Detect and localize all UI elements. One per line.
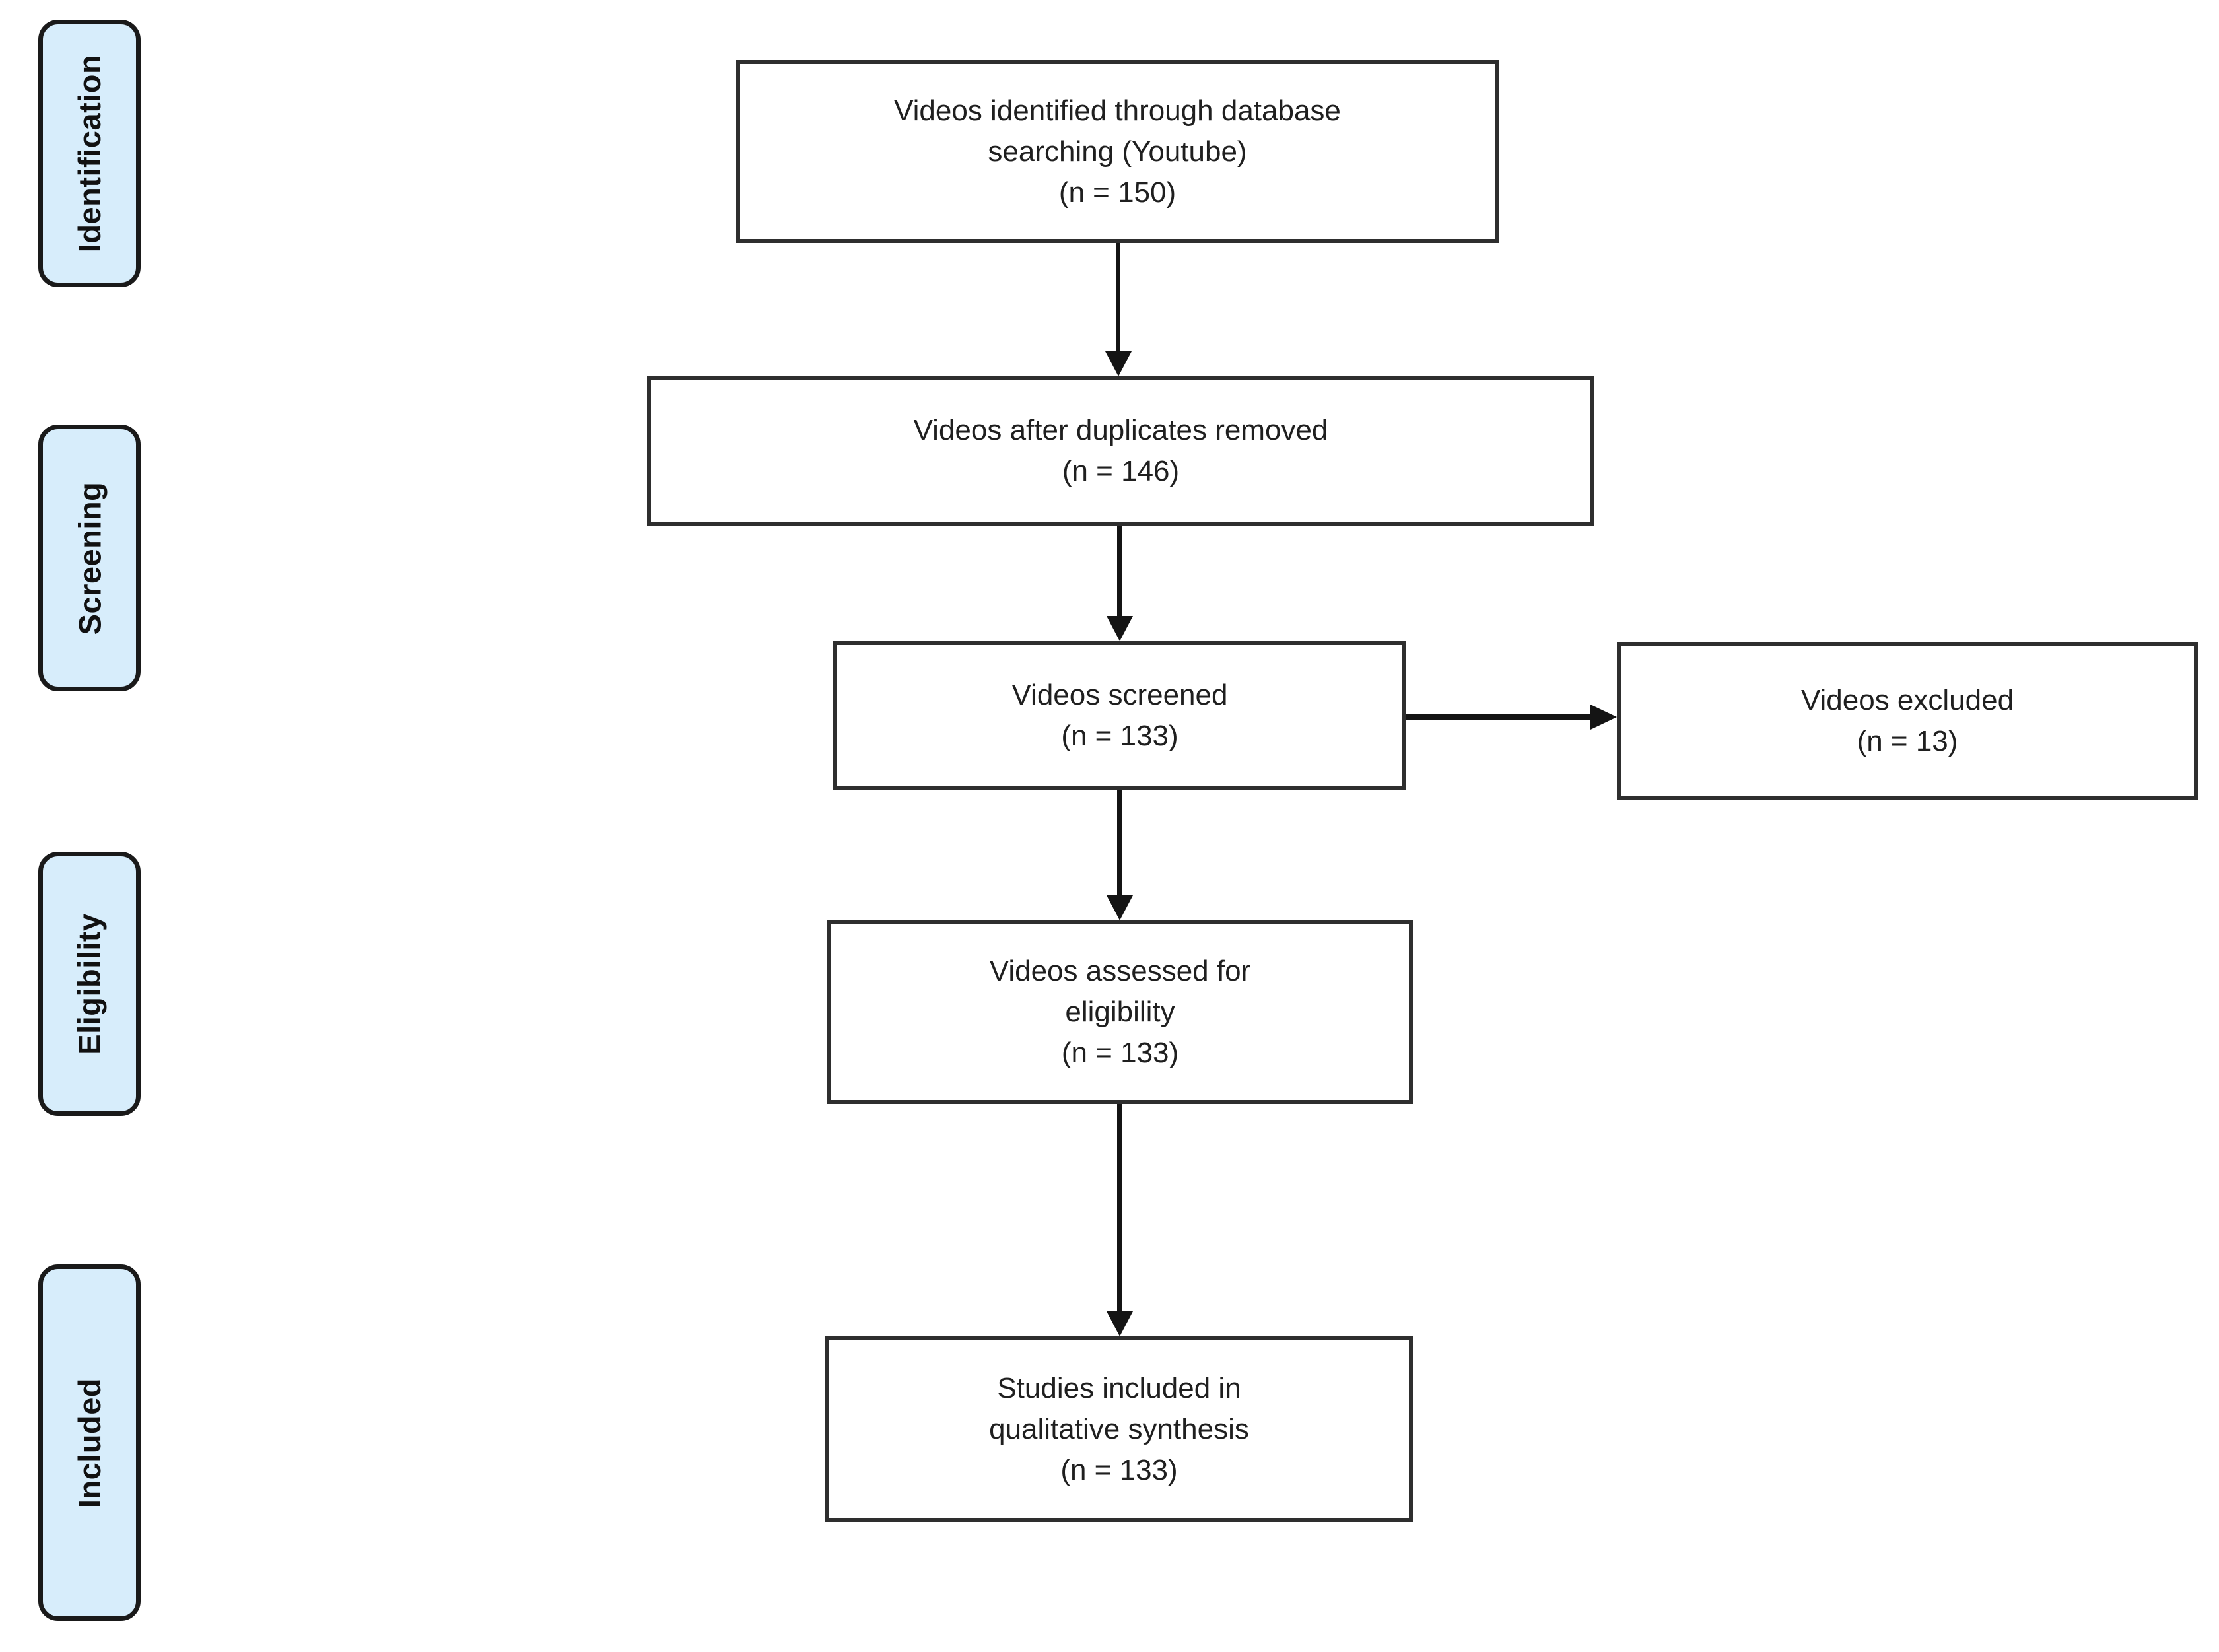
node-videos-identified-count: (n = 150) bbox=[1058, 176, 1177, 209]
arrowhead-down-icon bbox=[1105, 351, 1132, 376]
node-duplicates-removed-count: (n = 146) bbox=[1062, 455, 1180, 487]
arrow-line bbox=[1117, 790, 1122, 898]
stage-screening-label: Screening bbox=[72, 481, 107, 635]
stage-screening: Screening bbox=[38, 425, 141, 691]
node-studies-included: Studies included in qualitative synthesi… bbox=[825, 1336, 1413, 1522]
stage-included-label: Included bbox=[72, 1377, 108, 1508]
arrowhead-down-icon bbox=[1107, 1311, 1133, 1336]
node-videos-excluded: Videos excluded (n = 13) bbox=[1617, 642, 2198, 800]
node-duplicates-removed-line1: Videos after duplicates removed bbox=[913, 414, 1328, 446]
stage-eligibility: Eligibility bbox=[38, 852, 141, 1116]
arrow-line bbox=[1117, 526, 1122, 619]
node-videos-screened-line1: Videos screened bbox=[1011, 679, 1228, 711]
arrow-line bbox=[1117, 1104, 1122, 1314]
node-videos-identified-line1: Videos identified through database bbox=[894, 94, 1341, 127]
node-studies-included-line2: qualitative synthesis bbox=[989, 1412, 1249, 1445]
node-videos-excluded-line1: Videos excluded bbox=[1800, 684, 2014, 716]
node-videos-assessed-line1: Videos assessed for bbox=[989, 955, 1251, 987]
stage-identification: Identification bbox=[38, 20, 141, 287]
arrowhead-down-icon bbox=[1107, 895, 1133, 920]
stage-eligibility-label: Eligibility bbox=[72, 912, 108, 1055]
node-videos-assessed-line2: eligibility bbox=[1065, 996, 1175, 1028]
node-videos-identified: Videos identified through database searc… bbox=[736, 60, 1499, 243]
node-videos-assessed-count: (n = 133) bbox=[1061, 1037, 1179, 1069]
arrow-line bbox=[1116, 243, 1120, 354]
node-videos-screened: Videos screened (n = 133) bbox=[833, 641, 1406, 790]
stage-included: Included bbox=[38, 1264, 141, 1621]
node-duplicates-removed: Videos after duplicates removed (n = 146… bbox=[647, 376, 1594, 526]
node-videos-screened-count: (n = 133) bbox=[1061, 720, 1178, 752]
arrow-line bbox=[1406, 714, 1592, 720]
stage-identification-label: Identification bbox=[72, 54, 108, 253]
arrowhead-right-icon bbox=[1590, 705, 1617, 730]
node-videos-assessed: Videos assessed for eligibility (n = 133… bbox=[827, 920, 1413, 1104]
node-studies-included-count: (n = 133) bbox=[1060, 1453, 1178, 1486]
node-videos-identified-line2: searching (Youtube) bbox=[988, 135, 1247, 168]
node-videos-excluded-count: (n = 13) bbox=[1857, 725, 1958, 757]
arrowhead-down-icon bbox=[1107, 616, 1133, 641]
node-studies-included-line1: Studies included in bbox=[997, 1371, 1241, 1404]
